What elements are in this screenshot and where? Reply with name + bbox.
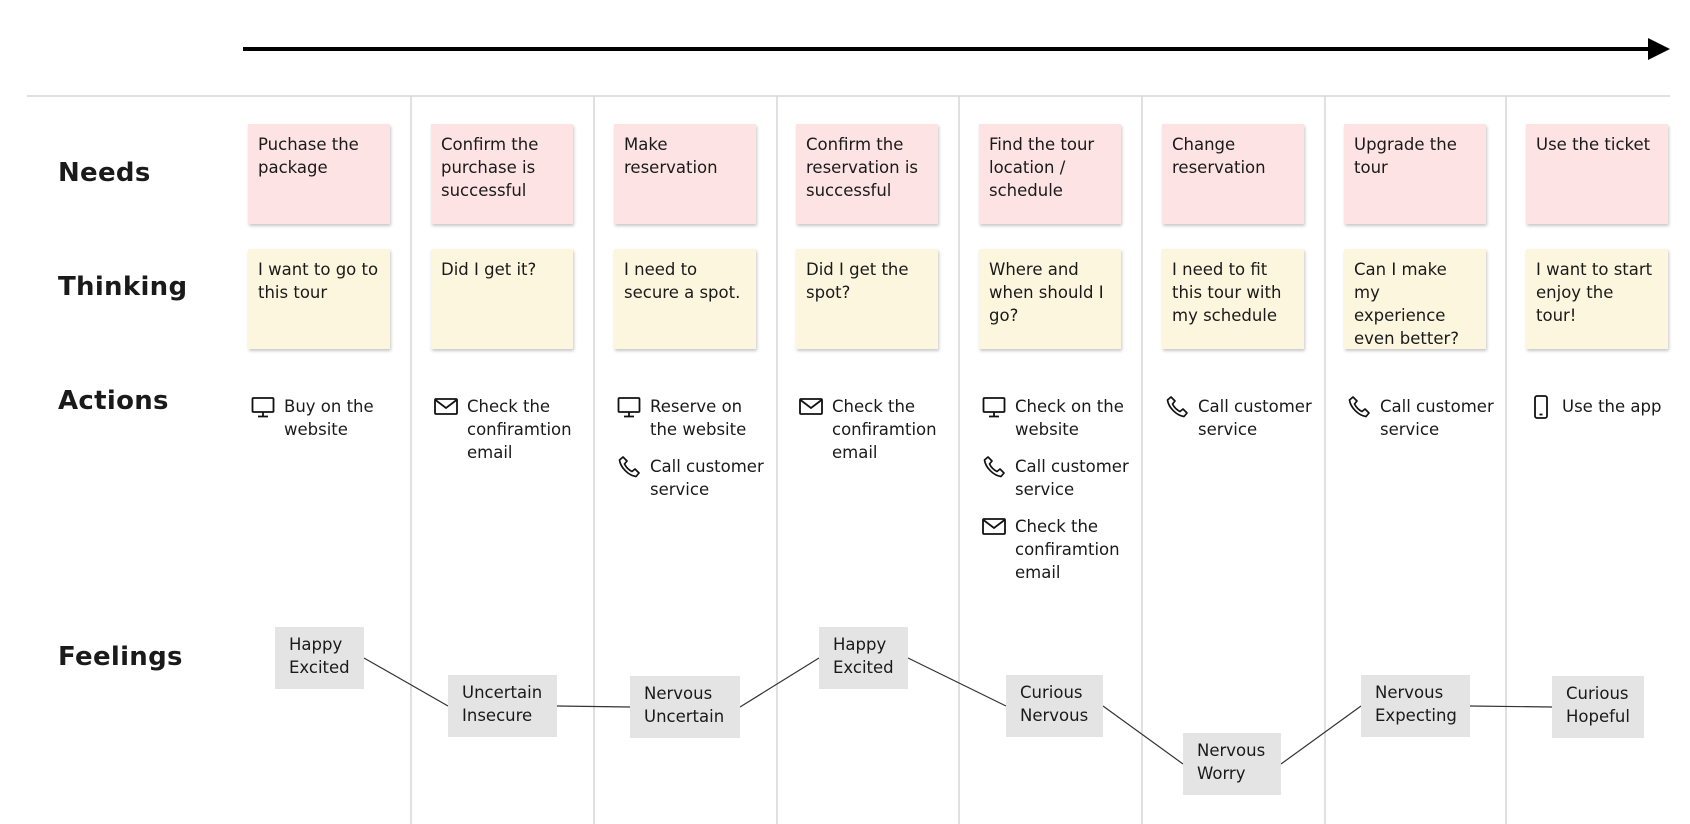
- action-item: Check the confiramtion email: [981, 515, 1135, 584]
- feeling-word: Nervous: [1375, 683, 1444, 702]
- thinking-sticky-note: I need to secure a spot.: [614, 249, 756, 349]
- feeling-word: Happy: [289, 635, 343, 654]
- needs-sticky-note: Confirm the reservation is successful: [796, 124, 938, 224]
- feeling-connector: [556, 705, 631, 708]
- action-item: Buy on the website: [250, 395, 404, 441]
- phone-icon: [981, 454, 1007, 480]
- row-label-thinking: Thinking: [58, 272, 188, 302]
- feeling-connector: [363, 657, 449, 707]
- thinking-sticky-note: Did I get it?: [431, 249, 573, 349]
- action-label: Buy on the website: [284, 397, 374, 439]
- mobile-phone-icon: [1528, 394, 1554, 420]
- timeline-arrow-head: [1648, 38, 1670, 60]
- feeling-word: Uncertain: [462, 683, 543, 702]
- action-label: Check on the website: [1015, 397, 1124, 439]
- thinking-sticky-note: I want to go to this tour: [248, 249, 390, 349]
- feeling-word: Hopeful: [1566, 707, 1630, 726]
- action-item: Call customer service: [1346, 395, 1500, 441]
- monitor-icon: [616, 394, 642, 420]
- feeling-connector: [1469, 705, 1553, 708]
- action-item: Reserve on the website: [616, 395, 770, 441]
- needs-sticky-note: Find the tour location / schedule: [979, 124, 1121, 224]
- feeling-word: Curious: [1020, 683, 1083, 702]
- feeling-word: Nervous: [644, 684, 713, 703]
- phone-icon: [1164, 394, 1190, 420]
- row-label-feelings: Feelings: [58, 642, 183, 672]
- feeling-word: Curious: [1566, 684, 1629, 703]
- needs-sticky-note: Puchase the package: [248, 124, 390, 224]
- email-icon: [798, 394, 824, 420]
- feeling-word: Worry: [1197, 764, 1246, 783]
- action-item: Use the app: [1528, 395, 1682, 420]
- phone-icon: [616, 454, 642, 480]
- action-label: Check the confiramtion email: [467, 397, 572, 462]
- feeling-word: Excited: [289, 658, 350, 677]
- needs-sticky-note: Upgrade the tour: [1344, 124, 1486, 224]
- feeling-connector: [1102, 705, 1184, 765]
- feeling-word: Excited: [833, 658, 894, 677]
- action-label: Check the confiramtion email: [832, 397, 937, 462]
- action-label: Call customer service: [1380, 397, 1494, 439]
- thinking-sticky-note: I want to start enjoy the tour!: [1526, 249, 1668, 349]
- action-item: Check the confiramtion email: [798, 395, 952, 464]
- feeling-word: Nervous: [1197, 741, 1266, 760]
- action-label: Call customer service: [1198, 397, 1312, 439]
- action-label: Call customer service: [650, 457, 764, 499]
- action-label: Reserve on the website: [650, 397, 747, 439]
- needs-sticky-note: Make reservation: [614, 124, 756, 224]
- feeling-word: Nervous: [1020, 706, 1089, 725]
- action-item: Call customer service: [981, 455, 1135, 501]
- phone-icon: [1346, 394, 1372, 420]
- needs-sticky-note: Confirm the purchase is successful: [431, 124, 573, 224]
- action-item: Call customer service: [616, 455, 770, 501]
- action-item: Check the confiramtion email: [433, 395, 587, 464]
- row-label-actions: Actions: [58, 386, 169, 416]
- action-label: Check the confiramtion email: [1015, 517, 1120, 582]
- action-item: Call customer service: [1164, 395, 1318, 441]
- needs-sticky-note: Use the ticket: [1526, 124, 1668, 224]
- feeling-connector: [1280, 705, 1362, 765]
- monitor-icon: [250, 394, 276, 420]
- feeling-connector: [739, 657, 820, 708]
- email-icon: [433, 394, 459, 420]
- feeling-connector: [907, 657, 1007, 707]
- action-item: Check on the website: [981, 395, 1135, 441]
- action-label: Call customer service: [1015, 457, 1129, 499]
- monitor-icon: [981, 394, 1007, 420]
- email-icon: [981, 514, 1007, 540]
- thinking-sticky-note: Did I get the spot?: [796, 249, 938, 349]
- needs-sticky-note: Change reservation: [1162, 124, 1304, 224]
- feeling-word: Uncertain: [644, 707, 725, 726]
- row-label-needs: Needs: [58, 158, 151, 188]
- thinking-sticky-note: Where and when should I go?: [979, 249, 1121, 349]
- feeling-word: Insecure: [462, 706, 533, 725]
- feeling-word: Happy: [833, 635, 887, 654]
- thinking-sticky-note: Can I make my experience even better?: [1344, 249, 1486, 349]
- action-label: Use the app: [1562, 397, 1662, 416]
- feeling-word: Expecting: [1375, 706, 1457, 725]
- thinking-sticky-note: I need to fit this tour with my schedule: [1162, 249, 1304, 349]
